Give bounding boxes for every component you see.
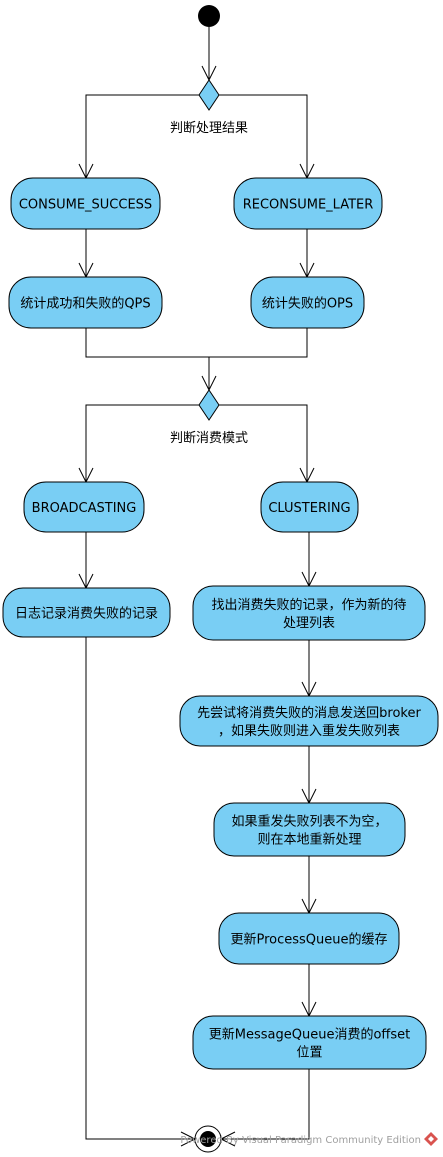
node-clustering-label: CLUSTERING <box>268 501 350 516</box>
watermark-text: Powered By Visual Paradigm Community Edi… <box>180 1135 421 1146</box>
final-arrow-right <box>219 1131 236 1147</box>
node-label-line: CONSUME_SUCCESS <box>19 198 152 213</box>
node-broadcasting-label: BROADCASTING <box>32 501 137 516</box>
decision-node-mode <box>198 389 220 421</box>
guard-label-result: 判断处理结果 <box>170 121 248 136</box>
node-find-fail-label: 找出消费失败的记录，作为新的待处理列表 <box>211 597 406 631</box>
node-label-line: 统计成功和失败的QPS <box>20 296 150 312</box>
edge-decision-to-clustering <box>219 404 307 482</box>
edge-decision-to-broadcasting <box>86 404 199 482</box>
node-label-line: 处理列表 <box>283 616 335 631</box>
node-broadcasting <box>23 481 145 533</box>
node-label-line: 更新ProcessQueue的缓存 <box>230 932 387 948</box>
node-update-offset <box>192 1015 427 1070</box>
node-reconsume-later <box>233 177 383 230</box>
node-update-pq-label: 更新ProcessQueue的缓存 <box>230 932 387 948</box>
initial-node <box>198 5 220 27</box>
guard-label-mode: 判断消费模式 <box>170 431 248 446</box>
visual-paradigm-logo-icon <box>424 1132 438 1146</box>
node-stat-success-fail-label: 统计成功和失败的QPS <box>20 296 150 312</box>
node-label-line: 先尝试将消费失败的消息发送回broker <box>197 705 421 721</box>
node-label-line: RECONSUME_LATER <box>243 198 374 213</box>
decision-node-result <box>198 79 220 111</box>
final-node-inner <box>200 1131 216 1147</box>
node-label-line: 位置 <box>296 1046 322 1061</box>
node-find-fail <box>192 585 426 641</box>
final-arrow-left <box>180 1131 197 1147</box>
edge-stat-success-fail-to-merge <box>85 328 308 358</box>
node-label-line: ，如果失败则进入重发失败列表 <box>218 723 400 739</box>
node-consume-success-label: CONSUME_SUCCESS <box>19 198 152 213</box>
node-label-line: 则在本地重新处理 <box>257 832 361 848</box>
node-reconsume-later-label: RECONSUME_LATER <box>243 198 374 213</box>
node-label-line: 更新MessageQueue消费的offset <box>209 1027 410 1043</box>
edge-log-fail-to-final <box>85 637 194 1140</box>
node-label-line: 统计失败的OPS <box>262 296 353 312</box>
node-log-fail-label: 日志记录消费失败的记录 <box>15 606 158 622</box>
edge-decision-to-consume-success <box>86 94 199 178</box>
node-label-line: BROADCASTING <box>32 501 137 516</box>
node-stat-fail-label: 统计失败的OPS <box>262 296 353 312</box>
node-label-line: 如果重发失败列表不为空， <box>231 814 387 830</box>
node-send-back-label: 先尝试将消费失败的消息发送回broker ，如果失败则进入重发失败列表 <box>197 705 421 739</box>
edge-update-offset-to-final <box>222 1069 310 1140</box>
node-label-line: 日志记录消费失败的记录 <box>15 606 158 622</box>
node-label-line: CLUSTERING <box>268 501 350 516</box>
node-retry-local-label: 如果重发失败列表不为空， 则在本地重新处理 <box>231 814 387 848</box>
node-label-line: 找出消费失败的记录，作为新的待 <box>211 597 406 613</box>
edge-decision-to-reconsume-later <box>219 94 307 178</box>
node-update-offset-label: 更新MessageQueue消费的offset 位置 <box>209 1027 410 1061</box>
node-retry-local <box>213 802 406 857</box>
